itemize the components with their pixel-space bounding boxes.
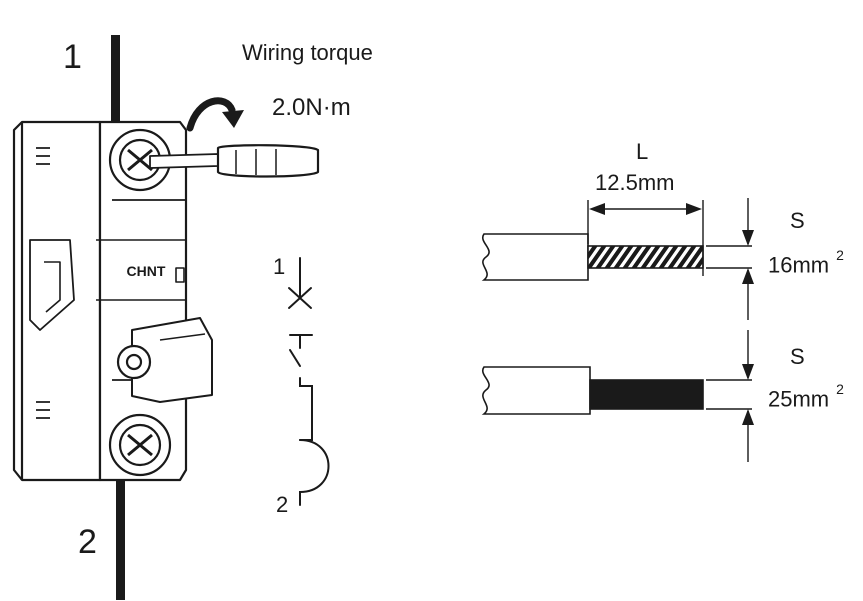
wire-2-section-exponent: 2	[836, 381, 844, 397]
wire-2-section-number: 25mm	[768, 386, 830, 412]
side-vents	[36, 147, 50, 419]
top-wire	[111, 35, 120, 155]
wire-1-section-number: 16mm	[768, 252, 830, 278]
terminal-1-label: 1	[63, 38, 82, 76]
breaker-illustration: CHNT	[12, 35, 320, 600]
strip-length-value: 12.5mm	[595, 170, 675, 195]
wire-1	[481, 233, 704, 281]
wire-2-section-value: 25mm 2	[768, 382, 844, 412]
bottom-wire	[116, 455, 125, 600]
rotation-arrow-icon	[186, 97, 244, 132]
section-dimension-2	[706, 330, 754, 462]
strip-length-letter: L	[636, 139, 649, 164]
wire-2-conductor	[589, 379, 704, 410]
screwdriver-icon	[149, 144, 320, 178]
wire-1-section-letter: S	[790, 208, 805, 233]
wire-2-section-letter: S	[790, 344, 805, 369]
wire-2	[481, 366, 704, 415]
wire-1-conductor	[587, 245, 704, 269]
brand-logo: CHNT	[127, 263, 166, 279]
wire-1-section-exponent: 2	[836, 247, 844, 263]
symbol-terminal-2: 2	[276, 492, 289, 517]
toggle-lever	[116, 317, 213, 403]
section-dimension-1	[706, 198, 754, 320]
torque-value: 2.0N·m	[272, 94, 351, 121]
terminal-2-label: 2	[78, 523, 97, 561]
symbol-terminal-1: 1	[273, 254, 286, 279]
circuit-symbol	[288, 257, 330, 506]
bottom-terminal-screw	[108, 413, 172, 477]
strip-length-dimension	[587, 200, 704, 276]
wire-1-section-value: 16mm 2	[768, 248, 844, 278]
torque-label: Wiring torque	[242, 40, 373, 65]
